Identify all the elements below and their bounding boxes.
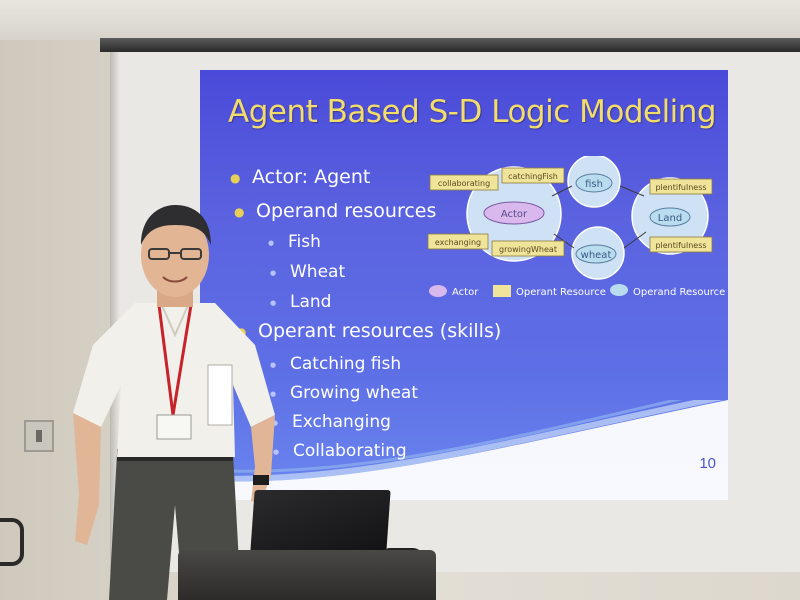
slide-title: Agent Based S-D Logic Modeling: [228, 94, 717, 130]
fish-node: [575, 173, 613, 193]
wheat-node: [575, 244, 617, 264]
operant-exchanging: [427, 233, 489, 250]
operant-plentifulness-top: [649, 178, 713, 195]
actor-node-label: Actor: [501, 209, 528, 220]
projector-screen-housing: [100, 38, 800, 52]
operant-catchingfish-label: catchingFish: [508, 172, 558, 181]
operant-collaborating-label: collaborating: [438, 179, 490, 188]
operant-catchingfish: [501, 167, 565, 184]
operant-exchanging-label: exchanging: [435, 238, 481, 247]
ceiling: [0, 0, 800, 40]
bullet-catching-fish: Catching fish: [270, 354, 401, 374]
land-node: [649, 207, 691, 227]
presenter: [73, 205, 275, 600]
wall-switch: [24, 420, 54, 452]
operant-plentifulness-bottom-label: plentifulness: [655, 241, 706, 250]
bullet-fish: Fish: [268, 232, 321, 252]
legend-operant-label: Operant Resource: [516, 287, 606, 298]
land-node-label: Land: [658, 213, 682, 224]
sd-logic-diagram: Actor fish wheat Land collaborating catc…: [427, 156, 725, 298]
bullet-land: Land: [270, 292, 332, 312]
actor-node: [483, 201, 545, 225]
bullet-collaborating: Collaborating: [273, 441, 407, 461]
wheat-node-label: wheat: [581, 250, 612, 261]
operant-collaborating: [429, 174, 499, 191]
bullet-operant-resources: Operant resources (skills): [236, 320, 501, 342]
chair-back: [0, 518, 24, 566]
slide-page-number: 10: [699, 455, 716, 472]
bullet-actor-agent: Actor: Agent: [230, 166, 370, 188]
legend-actor-label: Actor: [452, 287, 479, 298]
legend-operant-swatch: [493, 285, 511, 297]
legend-actor-swatch: [429, 285, 447, 297]
bullet-wheat: Wheat: [270, 262, 345, 282]
bullet-exchanging: Exchanging: [272, 412, 391, 432]
bullet-growing-wheat: Growing wheat: [270, 383, 418, 403]
presentation-slide: Agent Based S-D Logic Modeling Actor: Ag…: [200, 70, 728, 500]
operant-growingwheat: [491, 240, 565, 257]
podium: [178, 550, 436, 600]
bullet-operand-resources: Operand resources: [234, 200, 436, 222]
legend-operand-swatch: [610, 284, 628, 296]
operant-plentifulness-top-label: plentifulness: [655, 183, 706, 192]
fish-node-label: fish: [585, 179, 603, 190]
operant-plentifulness-bottom: [649, 236, 713, 253]
screen-shadow: [110, 52, 120, 572]
legend-operand-label: Operand Resource: [633, 287, 725, 298]
operant-growingwheat-label: growingWheat: [499, 245, 557, 254]
